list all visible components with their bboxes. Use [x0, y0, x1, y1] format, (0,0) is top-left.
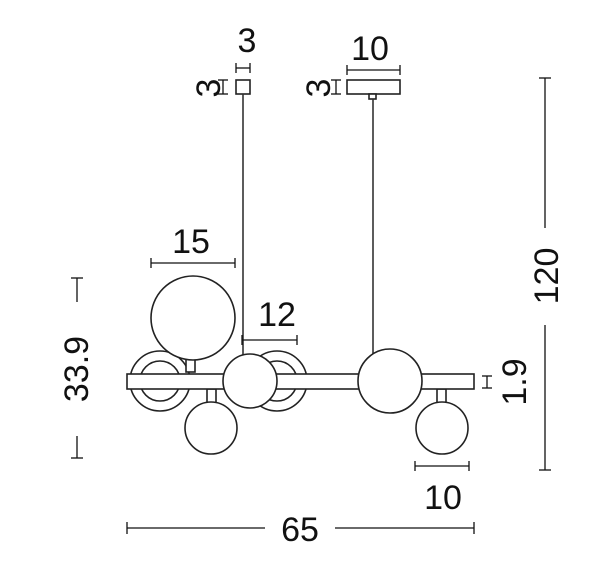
- globe-right: [357, 348, 423, 414]
- label-small-globe: 10: [424, 479, 462, 517]
- dim-body-height: [71, 277, 83, 459]
- dim-total-height: [539, 77, 551, 471]
- label-bar-thickness: 1.9: [496, 358, 534, 405]
- fixture-body: [126, 275, 475, 455]
- dim-canopy-large-width: [346, 65, 401, 75]
- stem-right-lower: [436, 388, 447, 404]
- dim-medium-globe: [241, 335, 298, 345]
- dim-canopy-small-height: [218, 79, 228, 95]
- label-body-height: 33.9: [58, 336, 96, 402]
- dim-canopy-large-height: [331, 79, 341, 95]
- label-canopy-large-height: 3: [300, 79, 338, 98]
- canopy-large: [346, 79, 401, 100]
- stem-left-lower: [206, 388, 217, 404]
- globe-lower-right: [415, 401, 469, 455]
- globe-large: [150, 275, 236, 361]
- dim-small-globe: [414, 461, 470, 471]
- canopy-small: [235, 79, 251, 95]
- label-canopy-large-width: 10: [351, 30, 389, 68]
- label-medium-globe: 12: [258, 296, 296, 334]
- globe-lower-left: [184, 401, 238, 455]
- dim-large-globe: [150, 258, 236, 268]
- dim-bar-thickness: [482, 375, 492, 389]
- dim-total-width: [126, 522, 475, 534]
- dim-canopy-small-width: [235, 63, 251, 73]
- label-total-height: 120: [528, 248, 566, 305]
- label-canopy-small-height: 3: [190, 79, 228, 98]
- label-total-width: 65: [281, 511, 319, 549]
- globe-center: [222, 353, 278, 409]
- label-large-globe: 15: [172, 223, 210, 261]
- label-canopy-small-width: 3: [238, 22, 257, 60]
